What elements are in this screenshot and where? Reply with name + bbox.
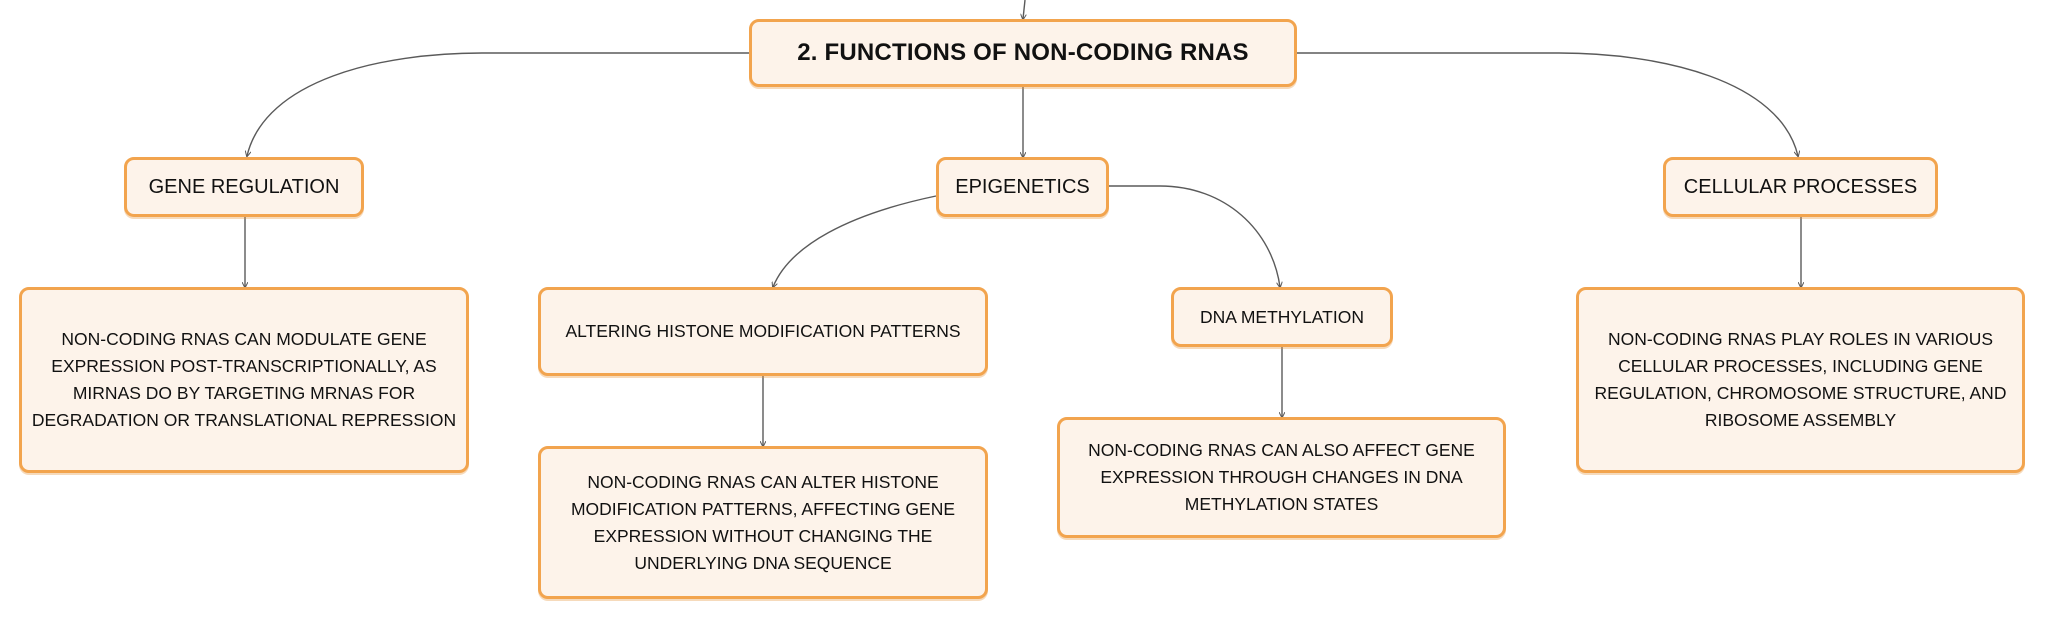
topic-node-cellular-processes[interactable]: CELLULAR PROCESSES	[1663, 157, 1938, 217]
topic-label-epigenetics: EPIGENETICS	[955, 175, 1090, 198]
subtopic-node-dna-methylation[interactable]: DNA METHYLATION	[1171, 287, 1393, 347]
topic-label-gene-regulation: GENE REGULATION	[148, 175, 340, 198]
topic-label-cellular-processes: CELLULAR PROCESSES	[1683, 175, 1918, 198]
detail-node-dna-methylation[interactable]: NON-CODING RNAS CAN ALSO AFFECT GENE EXP…	[1057, 417, 1506, 538]
connector-title-to-gene-regulation	[247, 52, 749, 156]
detail-node-histone-modification[interactable]: NON-CODING RNAS CAN ALTER HISTONE MODIFI…	[538, 446, 988, 599]
topic-node-epigenetics[interactable]: EPIGENETICS	[936, 157, 1109, 217]
connector-epigenetics-to-dna-methylation	[1109, 185, 1280, 287]
detail-text-dna-methylation: NON-CODING RNAS CAN ALSO AFFECT GENE EXP…	[1088, 440, 1475, 514]
connector-parent-to-title	[1023, 0, 1025, 19]
detail-text-histone-modification: NON-CODING RNAS CAN ALTER HISTONE MODIFI…	[570, 471, 956, 573]
detail-text-cellular-processes: NON-CODING RNAS PLAY ROLES IN VARIOUS CE…	[1594, 329, 2007, 430]
connector-epigenetics-to-histone	[773, 195, 937, 287]
subtopic-label-dna-methylation: DNA METHYLATION	[1199, 306, 1364, 327]
central-topic-node[interactable]: 2. FUNCTIONS OF NON-CODING RNAS	[749, 19, 1297, 87]
topic-node-gene-regulation[interactable]: GENE REGULATION	[124, 157, 364, 217]
detail-node-gene-regulation[interactable]: NON-CODING RNAS CAN MODULATE GENE EXPRES…	[19, 287, 469, 473]
subtopic-node-histone-modification[interactable]: ALTERING HISTONE MODIFICATION PATTERNS	[538, 287, 988, 376]
detail-node-cellular-processes[interactable]: NON-CODING RNAS PLAY ROLES IN VARIOUS CE…	[1576, 287, 2025, 473]
connector-title-to-cellular-processes	[1297, 52, 1798, 156]
detail-text-gene-regulation: NON-CODING RNAS CAN MODULATE GENE EXPRES…	[31, 329, 457, 430]
subtopic-label-histone-modification: ALTERING HISTONE MODIFICATION PATTERNS	[565, 321, 961, 341]
central-topic-label: 2. FUNCTIONS OF NON-CODING RNAS	[797, 39, 1249, 66]
